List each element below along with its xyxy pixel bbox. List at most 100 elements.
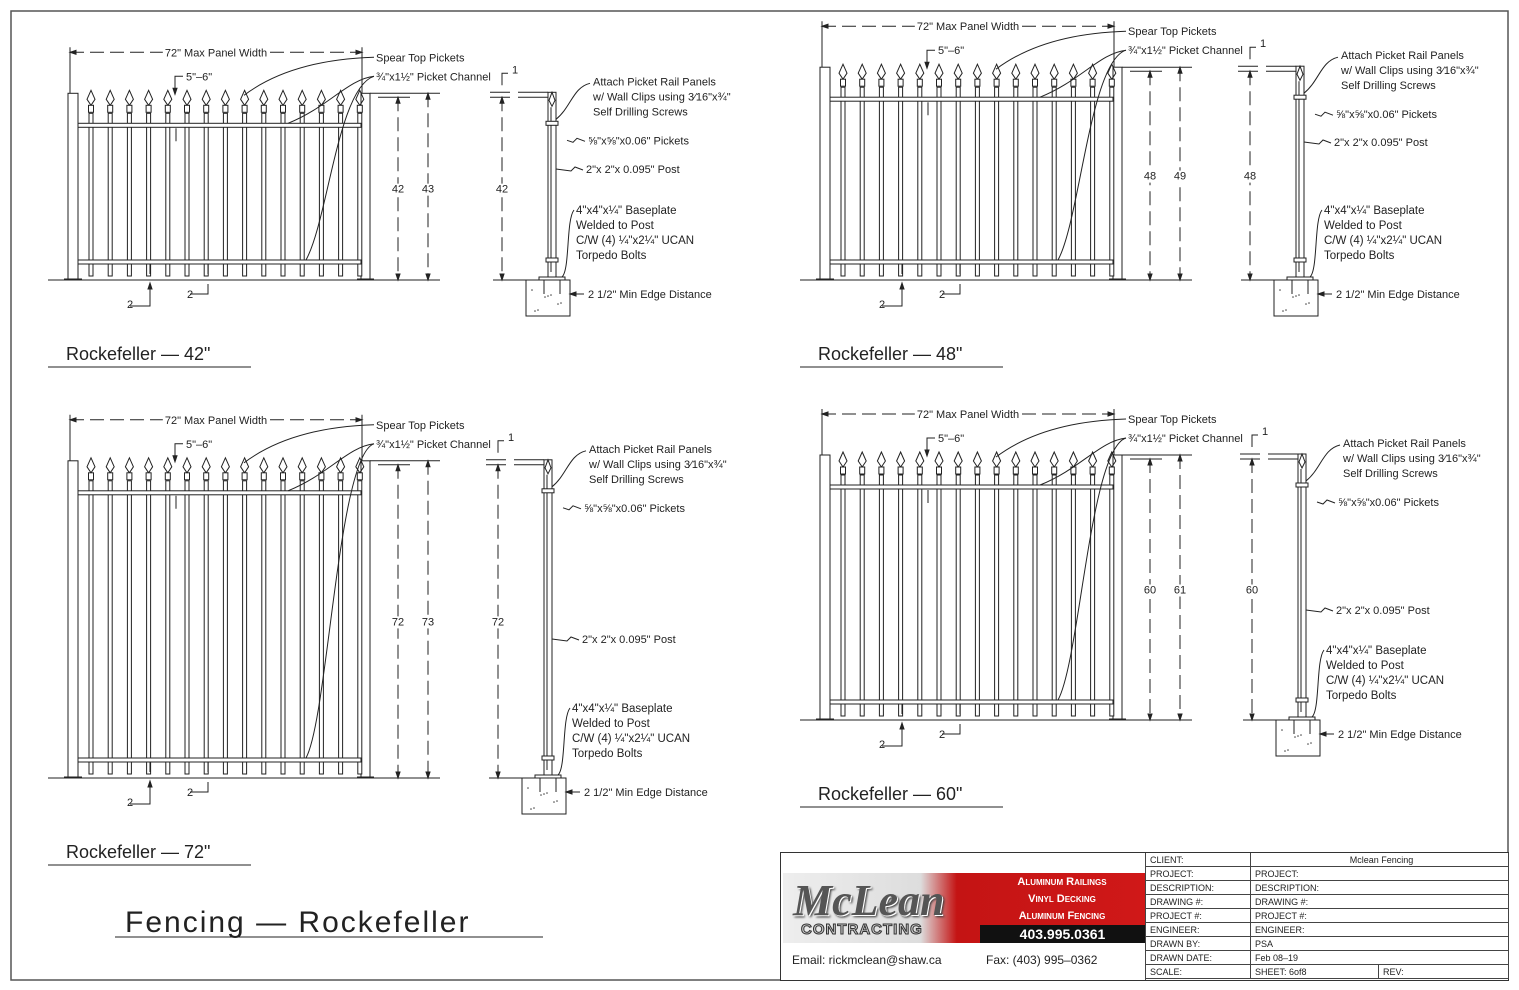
spear-collar [936,466,942,475]
spear-top [953,62,963,81]
label-mask [1171,170,1189,183]
height-label: 48 [1144,171,1156,183]
spear-collar [107,104,114,113]
spear-collar [203,472,210,481]
picket [126,480,132,775]
picket [994,474,1000,717]
title-block-label: DRAWING #: [1146,895,1251,909]
spear-collar [840,466,846,475]
concrete-footing [1273,279,1319,317]
spear-top-label: Spear Top Pickets [376,52,465,64]
sheet-border [10,10,1509,981]
baseplate-note: Torpedo Bolts [572,748,643,760]
leader-line [1057,49,1127,261]
leader-line [555,166,584,172]
side-height-label: 72 [492,616,504,628]
picket [1090,474,1096,717]
spear-collar [184,472,190,481]
picket [859,474,865,717]
bottom-rail [829,699,1114,705]
arrowhead [499,95,505,104]
spear-collar [859,466,866,475]
baseplate-note: C/W (4) ¼"x2¼" UCAN [1324,235,1442,247]
concrete-speck [550,294,552,296]
bottom-rail [77,259,362,265]
baseplate-note: 4"x4"x¼" Baseplate [572,703,672,715]
spear-top [259,89,269,107]
left-post [819,454,831,721]
baseplate [538,276,566,281]
arrowhead [68,49,77,55]
spear-top [124,456,134,474]
spear-top [278,456,288,474]
side-post [1297,453,1307,721]
arrowhead [395,463,401,472]
leader-line [1251,434,1258,447]
picket [1051,474,1057,717]
edge-distance-note: 2 1/2" Min Edge Distance [584,787,708,799]
spear-collar [203,104,210,113]
leader-line [243,424,375,464]
picket [955,86,961,277]
title-block-value: Feb 08–19 [1251,951,1509,965]
spear-collar [1089,78,1096,87]
gap-label: 2 [939,729,945,741]
label-mask [419,616,437,629]
side-post [543,459,553,779]
leader-line [562,505,582,511]
arrowhead [425,459,431,468]
baseplate-note: 4"x4"x¼" Baseplate [576,205,676,217]
baseplate-note: Torpedo Bolts [1326,690,1397,702]
arrowhead [564,789,573,795]
picket [242,480,248,775]
panel-title: Rockefeller — 42" [66,344,210,364]
spear-collar [337,472,344,481]
spear-collar [916,78,923,87]
spear-collar [88,104,94,113]
arrowhead [495,771,501,780]
wall-clip [545,120,559,126]
picket [107,112,113,277]
spear-top [857,450,867,468]
leader-line [942,284,961,295]
leader-line [882,728,903,747]
picket [1013,474,1019,717]
spear-collar [859,78,866,87]
attach-note: w/ Wall Clips using 3⁄16"x¾" [1342,453,1481,465]
label-mask [389,616,407,629]
spear-collar [1089,466,1096,475]
label-mask [1141,584,1159,597]
leader-line [1057,437,1127,701]
drawing-title: Fencing — Rockefeller [125,906,470,939]
spear-top [259,456,269,474]
concrete-speck [534,310,536,312]
title-block-value: PROJECT #: [1251,909,1509,923]
baseplate-note: Welded to Post [1324,220,1403,232]
arrowhead [1247,273,1253,282]
title-block-value: SHEET: 6of8 [1251,965,1379,979]
picket [318,480,324,775]
right-post [1112,66,1123,281]
logo-contracting: CONTRACTING [801,921,923,939]
spear-collar [1051,466,1058,475]
spear-top [896,450,906,468]
concrete-speck [560,302,562,304]
baseplate [534,774,562,779]
concrete-speck [1307,743,1309,745]
leader-line [1309,209,1323,278]
spear-top [124,89,134,107]
picket [974,474,980,717]
wall-clip [541,488,555,494]
label-mask [914,21,1022,34]
arrowhead [1147,69,1153,78]
attach-note: Attach Picket Rail Panels [1343,438,1466,450]
concrete-speck [543,793,545,795]
pickets-note: ⅝"x⅝"x0.06" Pickets [1336,109,1437,121]
spear-collar [222,472,229,481]
spear-top [934,62,944,81]
title-block-label: PROJECT: [1146,867,1251,881]
spear-top [1296,64,1304,82]
picket [184,112,190,277]
leader-line [926,437,935,454]
